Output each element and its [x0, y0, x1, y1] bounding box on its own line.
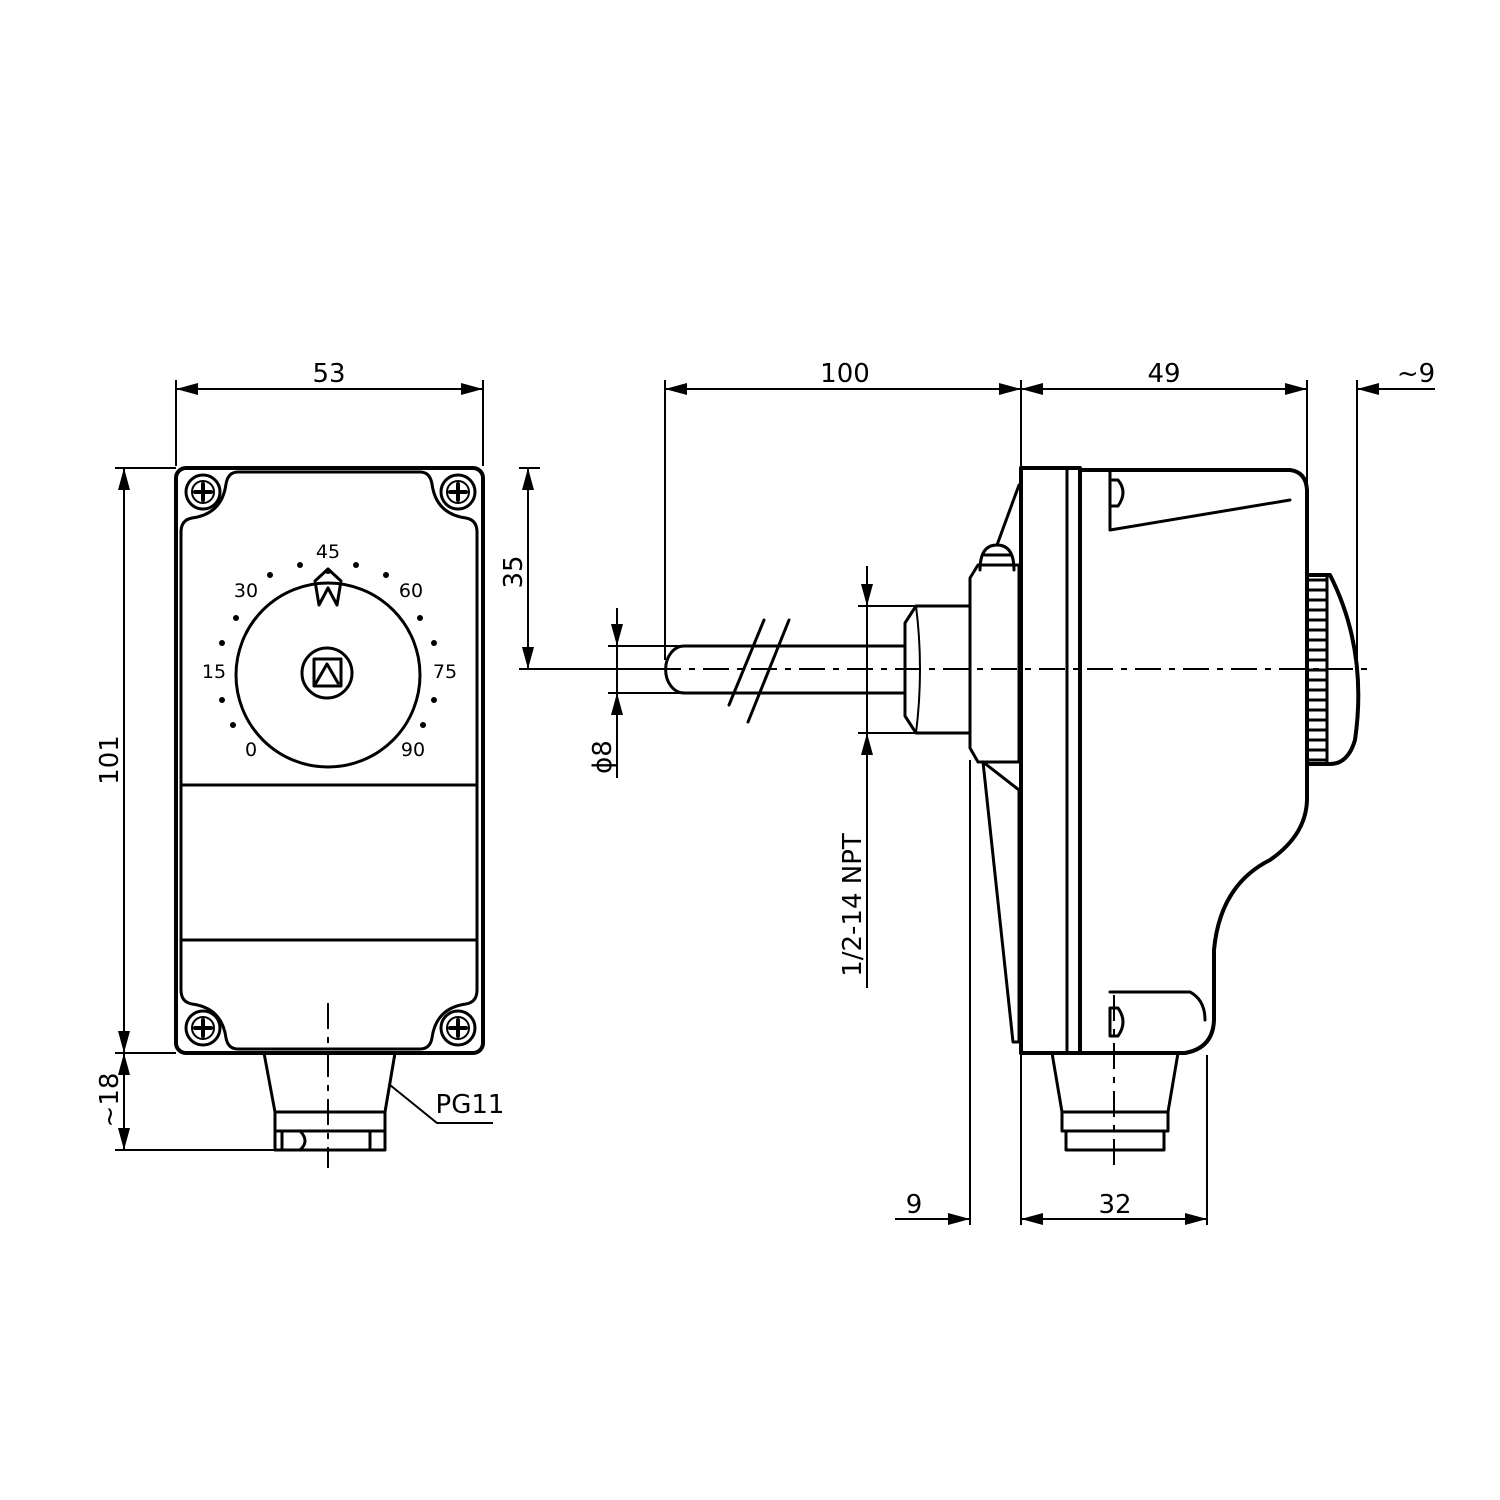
- dim-thread-label: 1/2-14 NPT: [838, 833, 868, 977]
- side-gland-nut: [1060, 1110, 1170, 1152]
- bracket-arm: [981, 760, 1021, 1044]
- gland-leader: [389, 1084, 493, 1124]
- knob-knurl: [1305, 573, 1329, 766]
- cable-gland-nut: [273, 1110, 387, 1152]
- dial-pointer: [313, 567, 343, 607]
- screw-top-right: [439, 473, 477, 511]
- dial-scale-60: 60: [399, 580, 423, 602]
- screw-bottom-right: [439, 1009, 477, 1047]
- dim-probe-length-label: 100: [820, 359, 870, 389]
- dim-flange-label: 9: [906, 1190, 923, 1220]
- dial-scale-90: 90: [401, 739, 425, 761]
- knob-body: [1305, 573, 1361, 766]
- dim-probe-offset-label: 35: [499, 555, 529, 588]
- housing-outline: [174, 466, 485, 1055]
- dim-gland-label: ~18: [95, 1073, 125, 1128]
- body-boss-bottom: [1108, 1006, 1125, 1038]
- dial-scale-75: 75: [433, 661, 457, 683]
- dial-knob: [234, 581, 422, 769]
- dim-knob-depth-label: ~9: [1397, 359, 1435, 389]
- cover-outline: [179, 470, 479, 1051]
- brand-logo: [300, 646, 354, 700]
- dim-width-label: 53: [312, 359, 345, 389]
- dial-scale-0: 0: [245, 739, 257, 761]
- cable-gland-body: [262, 1051, 397, 1114]
- gland-label: PG11: [436, 1090, 505, 1120]
- body-housing: [1078, 468, 1309, 1055]
- body-plate: [1019, 466, 1082, 1055]
- dim-height-label: 101: [95, 735, 125, 785]
- screw-bottom-left: [184, 1009, 222, 1047]
- front-view: 0 15 30 45 60 75 90 PG11 53 101: [95, 359, 504, 1168]
- side-view: 100 49 ~9 35 ϕ8 1/2-14 NPT: [499, 359, 1435, 1225]
- dial-scale-15: 15: [202, 661, 226, 683]
- dial-scale-dots: [219, 562, 437, 728]
- screw-top-left: [184, 473, 222, 511]
- body-boss-top: [1108, 478, 1125, 508]
- dim-probe-diameter-label: ϕ8: [588, 740, 618, 774]
- dim-base-label: 32: [1098, 1190, 1131, 1220]
- dial-scale-45: 45: [316, 541, 340, 563]
- dial-scale-30: 30: [234, 580, 258, 602]
- mounting-bracket: [968, 563, 1021, 764]
- dim-body-depth-label: 49: [1147, 359, 1180, 389]
- probe-break: [727, 618, 791, 724]
